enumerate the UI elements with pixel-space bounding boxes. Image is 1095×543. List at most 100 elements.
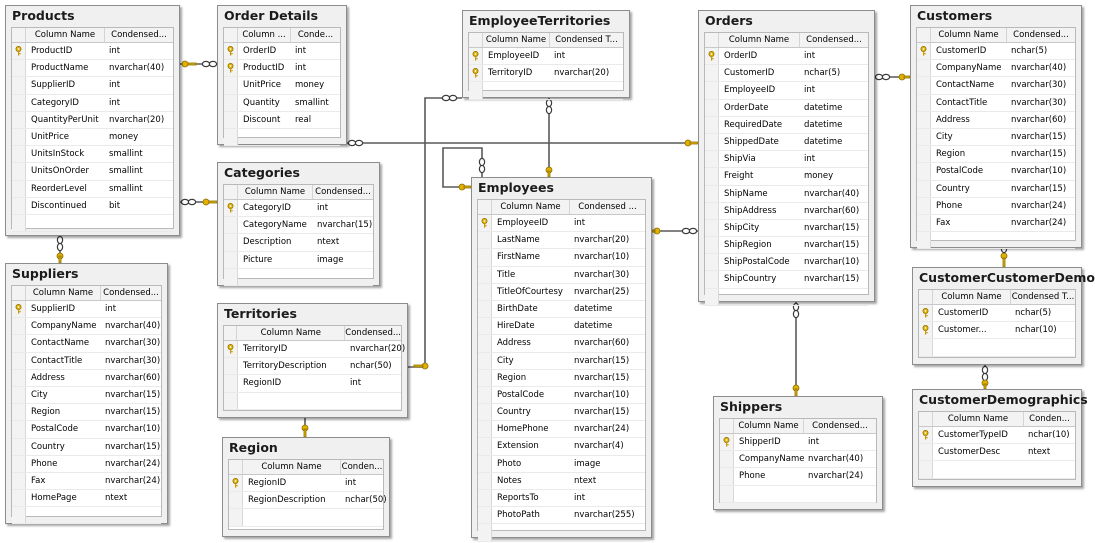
column-name-header[interactable]: Column Name bbox=[26, 28, 105, 42]
row-selector[interactable] bbox=[12, 180, 26, 197]
row-selector[interactable] bbox=[224, 77, 238, 94]
condensed-type-header[interactable]: Condensed... bbox=[806, 35, 862, 45]
row-selector[interactable] bbox=[229, 492, 243, 509]
column-name-header[interactable]: Column ... bbox=[238, 28, 291, 42]
condensed-type-header[interactable]: Condensed T... bbox=[555, 35, 618, 45]
row-selector[interactable] bbox=[705, 254, 719, 271]
column-name-header[interactable]: Column Name bbox=[931, 28, 1007, 42]
empty-row[interactable] bbox=[919, 461, 1075, 479]
row-selector[interactable] bbox=[224, 268, 238, 285]
row-selector[interactable] bbox=[478, 352, 492, 369]
empty-row[interactable] bbox=[705, 288, 868, 306]
row-selector[interactable] bbox=[919, 322, 933, 339]
row-selector[interactable] bbox=[12, 163, 26, 180]
column-name-header[interactable]: Column Name bbox=[734, 419, 804, 433]
empty-row[interactable] bbox=[224, 128, 340, 147]
row-selector[interactable] bbox=[12, 77, 26, 94]
row-selector[interactable] bbox=[469, 65, 483, 82]
condensed-type-header[interactable]: Conde... bbox=[297, 30, 334, 40]
row-selector[interactable] bbox=[478, 490, 492, 507]
row-selector[interactable] bbox=[12, 197, 26, 214]
row-selector[interactable] bbox=[478, 232, 492, 249]
column-name-header[interactable]: Column Name bbox=[719, 33, 800, 47]
column-name-header[interactable]: Column Name bbox=[492, 200, 570, 214]
row-selector[interactable] bbox=[917, 77, 931, 94]
row-selector[interactable] bbox=[12, 455, 26, 472]
row-selector[interactable] bbox=[705, 237, 719, 254]
row-selector[interactable] bbox=[224, 234, 238, 251]
row-selector[interactable] bbox=[705, 185, 719, 202]
row-selector[interactable] bbox=[478, 438, 492, 455]
row-selector[interactable] bbox=[224, 341, 238, 358]
row-selector[interactable] bbox=[12, 60, 26, 77]
row-selector[interactable] bbox=[917, 197, 931, 214]
row-selector[interactable] bbox=[917, 180, 931, 197]
row-selector[interactable] bbox=[224, 94, 238, 111]
empty-row[interactable] bbox=[224, 268, 373, 286]
row-selector[interactable] bbox=[224, 60, 238, 77]
row-selector[interactable] bbox=[478, 386, 492, 404]
row-selector[interactable] bbox=[705, 271, 719, 288]
empty-row[interactable] bbox=[478, 524, 645, 542]
row-selector[interactable] bbox=[478, 369, 492, 386]
row-selector[interactable] bbox=[224, 358, 238, 375]
condensed-type-header[interactable]: Condensed ... bbox=[578, 202, 637, 212]
row-selector[interactable] bbox=[12, 146, 26, 163]
row-selector[interactable] bbox=[478, 318, 492, 335]
row-selector[interactable] bbox=[12, 421, 26, 438]
row-selector[interactable] bbox=[224, 251, 238, 268]
row-selector[interactable] bbox=[705, 202, 719, 219]
row-selector[interactable] bbox=[12, 43, 26, 60]
row-selector[interactable] bbox=[720, 451, 734, 468]
row-selector[interactable] bbox=[705, 99, 719, 116]
row-selector[interactable] bbox=[478, 524, 492, 541]
row-selector[interactable] bbox=[919, 305, 933, 322]
column-name-header[interactable]: Column Name bbox=[483, 33, 550, 47]
condensed-type-header[interactable]: Condensed... bbox=[315, 187, 371, 197]
row-selector[interactable] bbox=[917, 146, 931, 163]
